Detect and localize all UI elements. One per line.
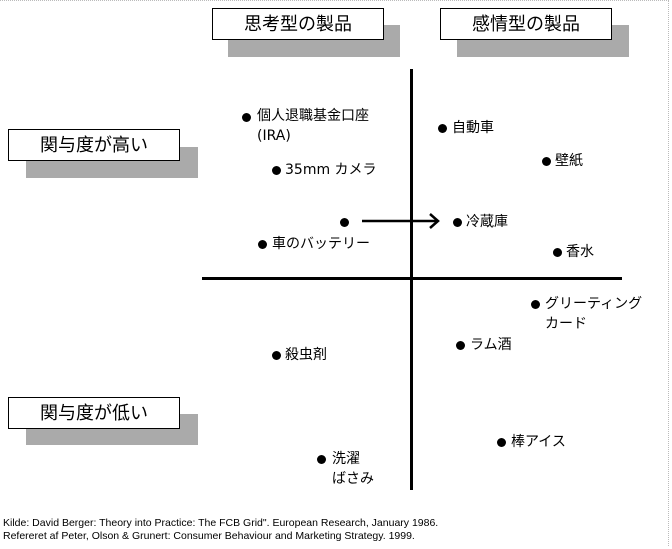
item-clothespin: 洗濯ばさみ	[332, 451, 374, 487]
bullet-dot	[438, 124, 447, 133]
item-rum: ラム酒	[470, 337, 512, 353]
arrow-icon	[362, 213, 440, 229]
header-feeling-products: 感情型の製品	[440, 8, 612, 40]
label-low-involvement: 関与度が低い	[8, 397, 180, 429]
item-ice-pop: 棒アイス	[511, 434, 566, 450]
bullet-dot	[531, 300, 540, 309]
bullet-dot	[272, 351, 281, 360]
bullet-dot	[456, 341, 465, 350]
bullet-dot	[242, 113, 251, 122]
bullet-dot	[542, 157, 551, 166]
item-greeting-card: グリーティングカード	[545, 296, 643, 332]
bullet-dot	[317, 455, 326, 464]
reference-line: Refereret af Peter, Olson & Grunert: Con…	[3, 530, 415, 542]
item-car: 自動車	[452, 120, 494, 136]
horizontal-axis	[202, 277, 622, 280]
item-wallpaper: 壁紙	[555, 153, 583, 169]
item-perfume: 香水	[566, 244, 594, 260]
header-thinking-products: 思考型の製品	[212, 8, 384, 40]
reference-line: Kilde: David Berger: Theory into Practic…	[3, 517, 439, 529]
bullet-dot	[258, 240, 267, 249]
item-insecticide: 殺虫剤	[285, 347, 327, 363]
bullet-dot	[340, 218, 349, 227]
item-car-battery: 車のバッテリー	[272, 236, 370, 252]
label-high-involvement: 関与度が高い	[8, 129, 180, 161]
item-ira: 個人退職基金口座(IRA)	[257, 108, 369, 144]
item-camera: 35mm カメラ	[285, 162, 377, 178]
bullet-dot	[272, 166, 281, 175]
bullet-dot	[497, 438, 506, 447]
bullet-dot	[553, 248, 562, 257]
item-refrigerator: 冷蔵庫	[466, 214, 508, 230]
bullet-dot	[453, 218, 462, 227]
